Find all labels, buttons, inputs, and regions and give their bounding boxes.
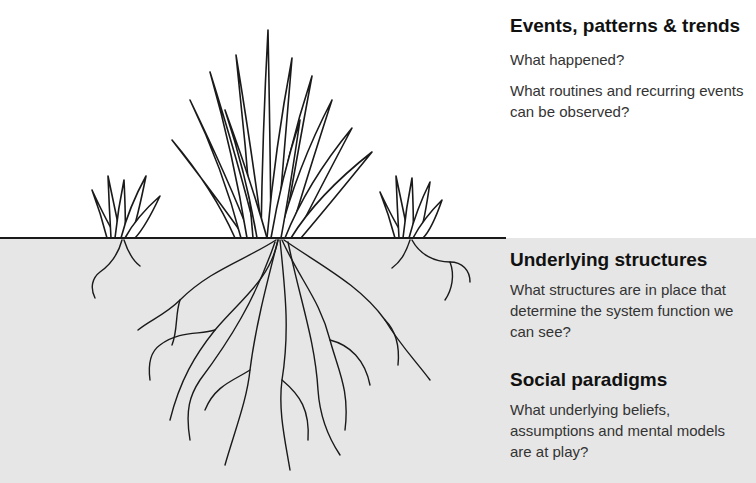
question-text: What underlying beliefs, assumptions and… <box>510 399 746 462</box>
section-heading: Underlying structures <box>510 248 746 271</box>
question-text: What structures are in place that determ… <box>510 279 746 342</box>
grass-blade <box>225 110 267 238</box>
grass-blade <box>413 200 442 238</box>
grass-blades <box>92 30 442 238</box>
ground-band: Underlying structuresWhat structures are… <box>0 238 756 483</box>
ground-line <box>0 237 506 239</box>
section-heading: Social paradigms <box>510 368 746 391</box>
grass-blade <box>271 120 300 238</box>
grass-blade <box>291 152 372 238</box>
grass-blade <box>125 196 160 238</box>
roots <box>92 240 470 470</box>
question-text: What happened? <box>510 49 746 70</box>
section-heading: Events, patterns & trends <box>510 14 746 37</box>
question-text: What routines and recurring events can b… <box>510 80 746 122</box>
